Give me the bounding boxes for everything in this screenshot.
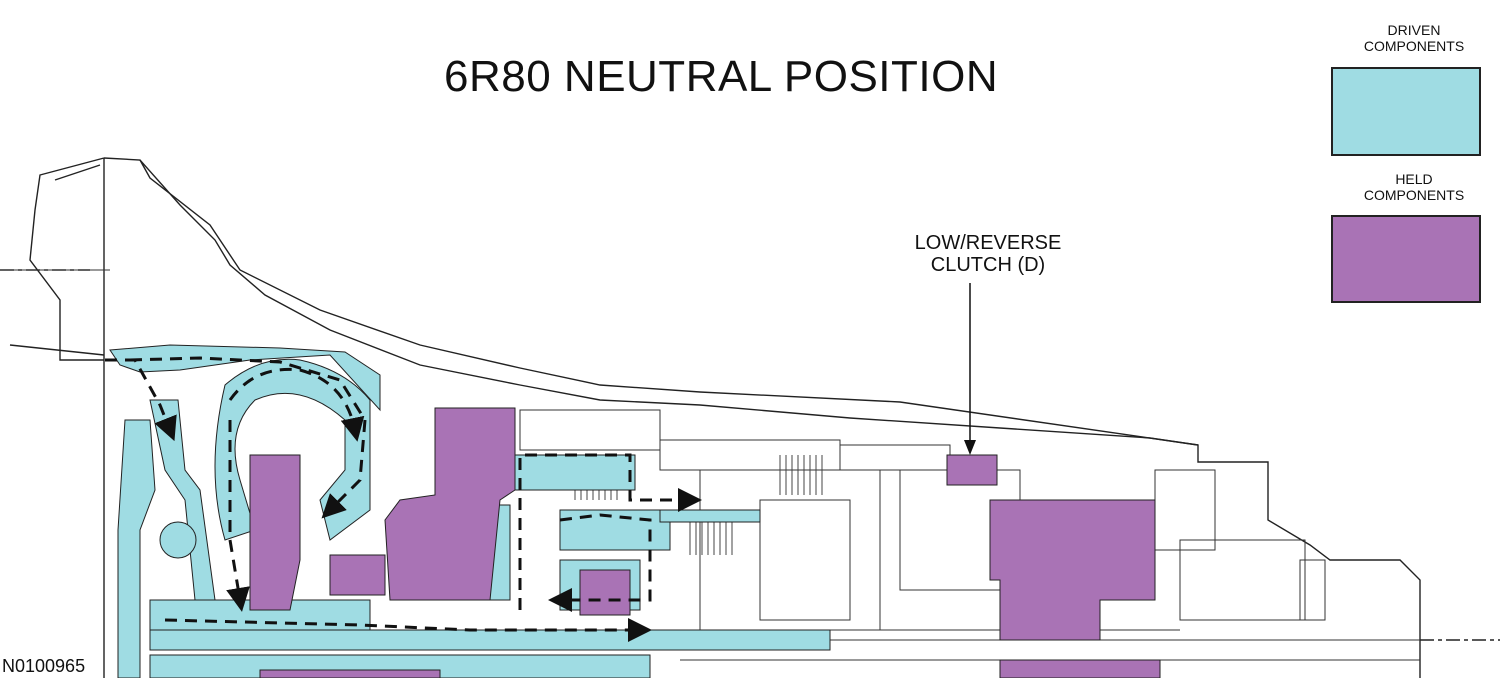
legend-held-label: HELD COMPONENTS: [1334, 171, 1494, 203]
legend-held-label-line1: HELD: [1395, 171, 1433, 187]
legend-driven-label-line1: DRIVEN: [1387, 22, 1441, 38]
legend-driven-label-line2: COMPONENTS: [1363, 38, 1465, 54]
legend-held-label-line2: COMPONENTS: [1363, 187, 1465, 203]
low-reverse-clutch-callout: LOW/REVERSE CLUTCH (D): [900, 232, 1076, 276]
callout-line2: CLUTCH (D): [930, 254, 1046, 276]
legend-driven-swatch: [1331, 67, 1481, 156]
callout-line1: LOW/REVERSE: [914, 232, 1062, 254]
figure-id: N0100965: [2, 656, 86, 676]
held-components: [249, 407, 1161, 678]
legend-held-swatch: [1331, 215, 1481, 303]
fluid-flow-path: [105, 356, 702, 642]
callout-arrowhead: [964, 440, 976, 455]
low-reverse-clutch-plates: [946, 454, 998, 486]
legend-driven-label: DRIVEN COMPONENTS: [1334, 22, 1494, 54]
diagram-title: 6R80 NEUTRAL POSITION: [444, 52, 999, 101]
